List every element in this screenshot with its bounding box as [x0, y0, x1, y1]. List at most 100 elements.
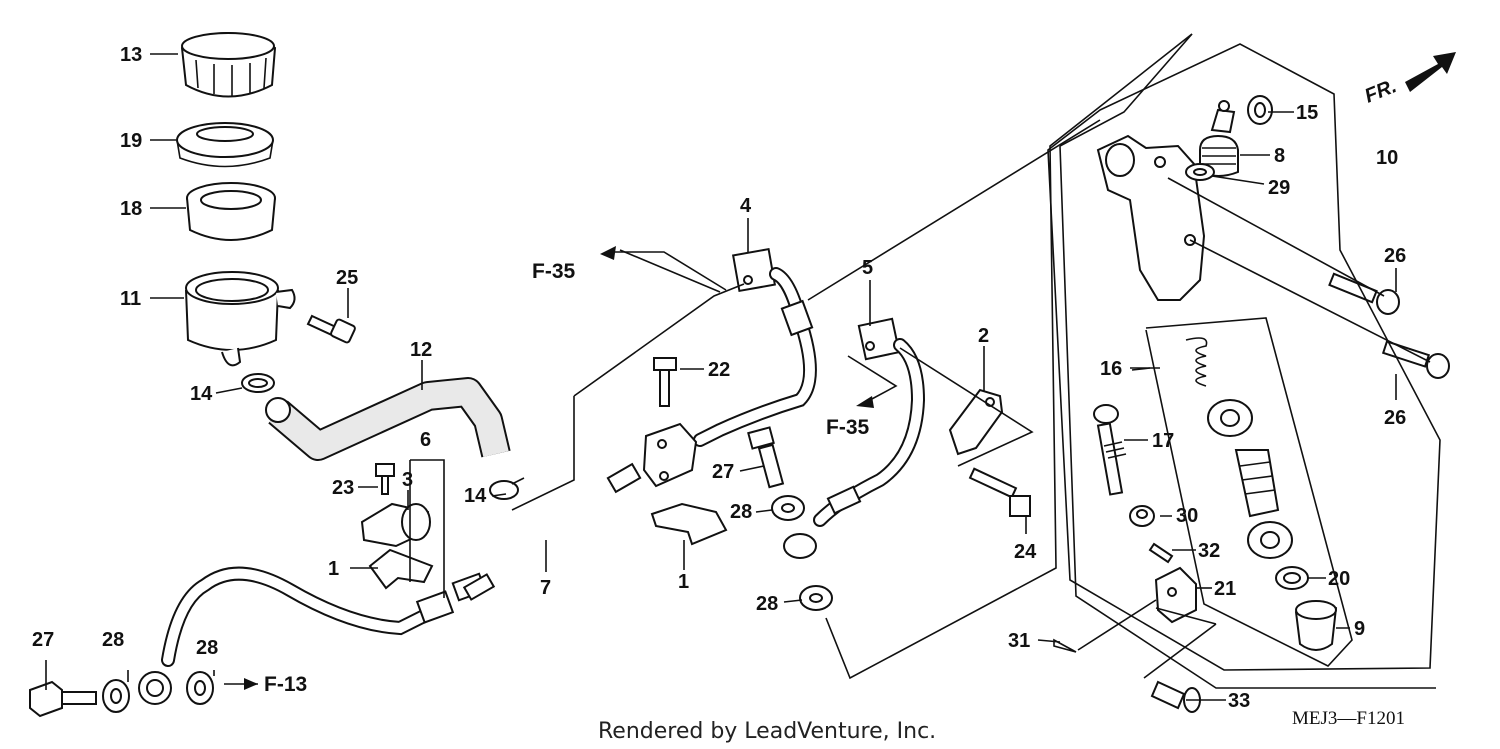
- joint-21: [1154, 566, 1197, 624]
- callout-8: 8: [1274, 145, 1285, 167]
- clevis-pin-33: [1150, 680, 1201, 713]
- callout-26a: 26: [1384, 245, 1406, 267]
- diaphragm-18: [186, 182, 276, 241]
- callout-27a: 27: [712, 461, 734, 483]
- bracket-1b: [650, 502, 728, 546]
- callout-9: 9: [1354, 618, 1365, 640]
- callout-5: 5: [862, 257, 873, 279]
- brake-pipe-7: [462, 462, 642, 601]
- callout-10: 10: [1376, 147, 1398, 169]
- banjo-bolt-27a: [29, 680, 97, 718]
- callout-31: 31: [1008, 630, 1030, 652]
- callout-3: 3: [402, 469, 413, 491]
- routing-line-lower: [825, 33, 1193, 680]
- washer-28d: [186, 671, 214, 705]
- group-outline-16: [1145, 317, 1353, 667]
- pin-32: [1148, 542, 1174, 564]
- footer-credit: Rendered by LeadVenture, Inc.: [598, 719, 936, 744]
- bolt-25: [306, 314, 356, 344]
- ref-f35-upper[interactable]: F-35: [532, 260, 576, 283]
- callout-28c: 28: [102, 629, 124, 651]
- push-rod-17: [1093, 404, 1127, 496]
- direction-label: FR.: [1362, 75, 1400, 107]
- callout-14b: 14: [464, 485, 487, 507]
- hose-bracket: [642, 422, 698, 488]
- hose-clamp-14a: [241, 373, 275, 393]
- bolt-23: [375, 463, 395, 495]
- callout-7: 7: [540, 577, 551, 599]
- upper-brake-hose: [693, 267, 817, 447]
- spring: [1185, 337, 1208, 387]
- washer-28a: [771, 495, 805, 521]
- callout-33: 33: [1228, 690, 1250, 712]
- bolt-26a: [1328, 272, 1400, 315]
- callout-11: 11: [120, 288, 141, 310]
- group-link-16: [1131, 367, 1151, 371]
- bracket-1a: [368, 548, 434, 590]
- clip-15: [1247, 95, 1273, 125]
- callout-21: 21: [1214, 578, 1236, 600]
- reservoir-11: [185, 271, 296, 367]
- callout-17: 17: [1152, 430, 1174, 452]
- clamp-2: [948, 388, 1004, 456]
- callout-4: 4: [740, 195, 752, 217]
- reservoir-cap-13: [180, 32, 277, 98]
- routing-line-upper: [511, 283, 745, 511]
- front-direction-arrow: FR.: [1362, 52, 1456, 108]
- piston: [1234, 449, 1280, 518]
- ref-f13[interactable]: F-13: [264, 673, 307, 696]
- callout-15: 15: [1296, 102, 1318, 124]
- reservoir-hose-12: [265, 377, 511, 461]
- rear-brake-hose: [783, 338, 926, 559]
- hose-joint-4: [731, 247, 777, 293]
- washer-28c: [102, 679, 130, 713]
- leader-lines: [45, 53, 1431, 701]
- banjo-bolt-27b: [747, 426, 785, 489]
- diaphragm-plate-19: [176, 122, 274, 168]
- callout-16: 16: [1100, 358, 1122, 380]
- callout-12: 12: [410, 339, 432, 361]
- ref-f35-lower[interactable]: F-35: [826, 416, 870, 439]
- boot-9: [1294, 600, 1338, 651]
- callout-13: 13: [120, 44, 142, 66]
- group-outline-10: [1047, 43, 1441, 671]
- washer-28b: [799, 585, 833, 611]
- routing-f35a: [614, 251, 727, 291]
- callout-18: 18: [120, 198, 142, 220]
- callout-28b: 28: [756, 593, 778, 615]
- callout-28a: 28: [730, 501, 752, 523]
- callout-25: 25: [336, 267, 358, 289]
- bolt-22: [653, 357, 677, 407]
- bolt-24: [968, 467, 1031, 517]
- routing-clamp2: [899, 347, 1034, 467]
- callout-24: 24: [1014, 541, 1037, 563]
- callout-30: 30: [1176, 505, 1198, 527]
- clip-3: [360, 502, 431, 548]
- diagram-code: MEJ3—F1201: [1292, 708, 1405, 729]
- callout-23: 23: [332, 477, 354, 499]
- cotter-pin-31: [1053, 638, 1077, 653]
- arrow-f35a: [600, 246, 616, 260]
- callout-32: 32: [1198, 540, 1220, 562]
- routing-f35b: [847, 355, 898, 401]
- callout-1b: 1: [678, 571, 689, 593]
- nut-30: [1129, 505, 1155, 527]
- callout-22: 22: [708, 359, 730, 381]
- cup-seal: [1207, 399, 1253, 437]
- callout-28d: 28: [196, 637, 218, 659]
- callout-2: 2: [978, 325, 989, 347]
- arrow-f13: [244, 678, 258, 690]
- group-outline-10-inner: [1059, 33, 1436, 689]
- o-ring-29: [1185, 163, 1215, 181]
- callout-29: 29: [1268, 177, 1290, 199]
- secondary-cup: [1247, 521, 1293, 559]
- callout-1a: 1: [328, 558, 339, 580]
- arrow-f35b: [856, 396, 874, 408]
- bolt-26b: [1381, 340, 1450, 379]
- callout-6: 6: [420, 429, 431, 451]
- callout-27b: 27: [32, 629, 54, 651]
- callout-14a: 14: [190, 383, 213, 405]
- master-cylinder-10: [1096, 134, 1206, 301]
- callout-26b: 26: [1384, 407, 1406, 429]
